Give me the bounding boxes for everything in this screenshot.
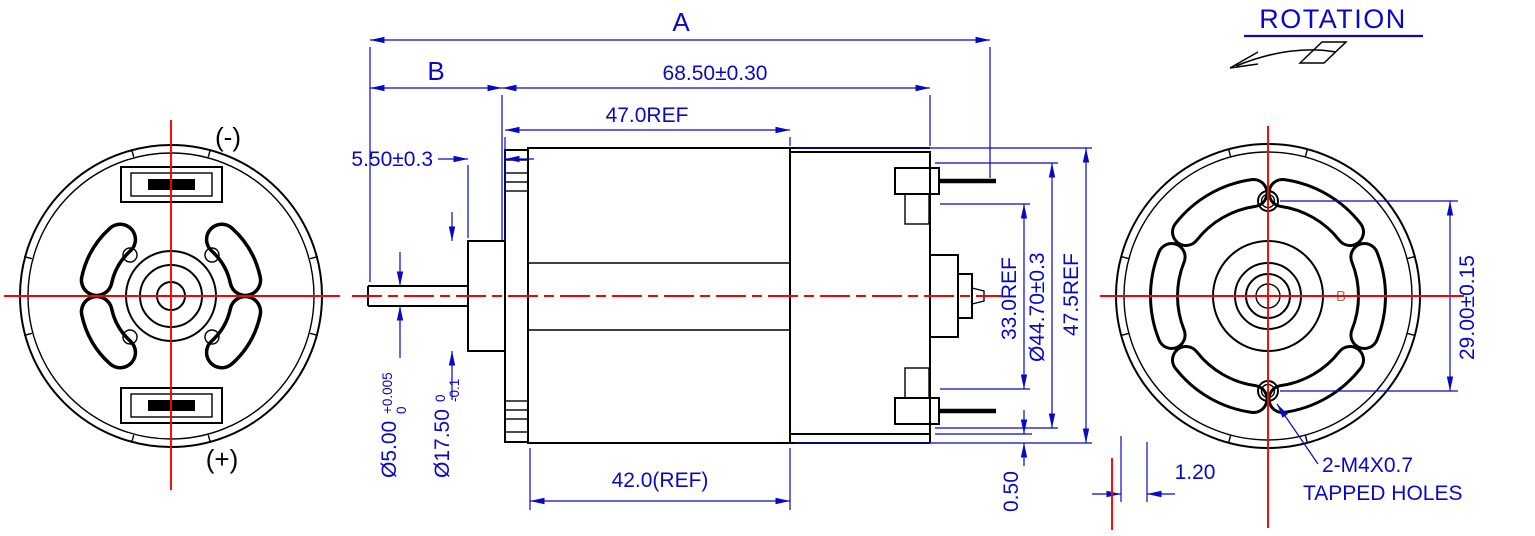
dim-can-length-ref: 42.0(REF)	[529, 448, 791, 510]
rotation-symbol: ROTATION	[1229, 4, 1423, 69]
front-rim-notches	[1121, 149, 1415, 443]
dim-tab-width-label: 1.20	[1175, 461, 1216, 484]
terminal-positive-label: (+)	[206, 444, 239, 474]
dim-body-ref-label: 47.0REF	[606, 104, 689, 127]
tapped-holes-callout-line1: 2-M4X0.7	[1322, 454, 1413, 477]
dim-a: A	[369, 7, 991, 282]
rear-view: (-) (+)	[19, 122, 323, 474]
dim-hole-spacing: 29.00±0.15	[1280, 200, 1479, 392]
dim-body-dia-label: Ø44.70±0.3	[1026, 252, 1049, 362]
dim-boss-dia-label: Ø17.50	[431, 409, 454, 478]
side-terminal-bottom	[894, 367, 996, 425]
dim-terminal-span-ref-label: 33.0REF	[998, 257, 1021, 340]
tapped-holes-callout: 2-M4X0.7 TAPPED HOLES	[1276, 403, 1463, 505]
rear-rivet-holes	[122, 247, 220, 345]
dim-b: B	[370, 56, 503, 240]
dim-shaft-dia-label: Ø5.00	[378, 421, 401, 478]
centerlines	[4, 120, 1464, 530]
dim-boss-dia: Ø17.50 0 -0.1	[431, 212, 462, 478]
dim-height-ref: 47.5REF	[795, 147, 1092, 444]
dim-shaft-dia: Ø5.00 +0.005 0	[378, 252, 409, 478]
tapped-holes-callout-line2: TAPPED HOLES	[1303, 482, 1463, 505]
dim-terminal-span-ref: 33.0REF	[940, 203, 1030, 390]
rear-rim-notches	[24, 149, 318, 443]
rotation-arrow-icon	[1229, 41, 1348, 69]
dim-boss-dia-tol-upper: 0	[433, 394, 448, 402]
side-terminal-top	[894, 167, 996, 225]
dimensions: A B 68.50±0.30 47.0REF 5.50±0.3	[351, 7, 1479, 512]
rear-vent-slots	[79, 222, 263, 370]
dim-shaft-extension-label: 5.50±0.3	[351, 148, 433, 171]
dim-height-ref-label: 47.5REF	[1060, 253, 1083, 336]
dim-tab-width: 1.20	[1092, 436, 1215, 502]
dim-boss-dia-tol-lower: -0.1	[447, 379, 462, 402]
dim-body-ref: 47.0REF	[504, 104, 791, 242]
dim-total-length: 68.50±0.30	[502, 62, 931, 146]
dim-shaft-dia-tol-lower: 0	[394, 406, 409, 414]
dim-body-dia: Ø44.70±0.3	[935, 162, 1058, 429]
dim-shaft-extension: 5.50±0.3	[351, 148, 534, 238]
rotation-label: ROTATION	[1259, 4, 1407, 34]
dim-total-length-label: 68.50±0.30	[663, 62, 768, 85]
terminal-negative-label: (-)	[215, 122, 241, 152]
dim-flange-offset: 0.50	[935, 410, 1032, 512]
dim-hole-spacing-label: 29.00±0.15	[1456, 255, 1479, 360]
dim-b-label: B	[427, 56, 444, 86]
dim-flange-offset-label: 0.50	[1000, 471, 1023, 512]
dim-a-label: A	[672, 7, 690, 37]
dim-can-length-ref-label: 42.0(REF)	[612, 469, 709, 492]
dim-shaft-dia-tol-upper: +0.005	[380, 372, 395, 414]
